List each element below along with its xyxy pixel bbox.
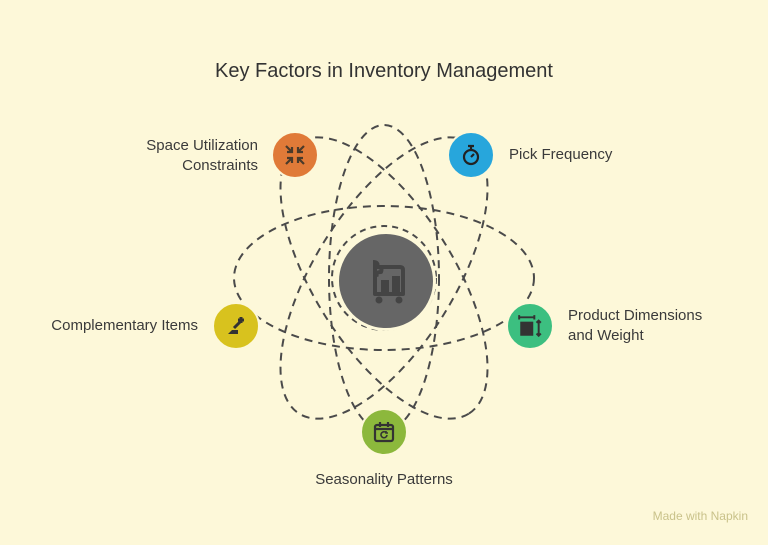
orbit-ellipse <box>279 136 489 420</box>
factor-label-product-dimensions: Product Dimensions and Weight <box>568 306 702 346</box>
label-line: Product Dimensions <box>568 307 703 324</box>
factor-label-seasonality: Seasonality Patterns <box>0 470 768 490</box>
puzzle-plus-icon <box>228 317 244 334</box>
label-line: Constraints <box>182 157 258 174</box>
factor-node-seasonality <box>360 408 408 456</box>
orbit-ellipse <box>233 205 535 351</box>
center-node <box>336 231 436 331</box>
label-line: and Weight <box>568 327 644 344</box>
compress-arrows-icon <box>285 145 305 165</box>
factor-node-complementary-items <box>212 302 260 350</box>
inventory-cart-icon <box>372 260 405 304</box>
label-line: Space Utilization <box>146 137 258 154</box>
stopwatch-icon <box>462 144 480 166</box>
label-line: Pick Frequency <box>509 146 613 163</box>
watermark-text: Made with Napkin <box>652 509 748 523</box>
dimensions-icon <box>518 315 542 338</box>
diagram-title: Key Factors in Inventory Management <box>215 60 553 82</box>
label-line: Seasonality Patterns <box>315 471 453 488</box>
factor-label-pick-frequency: Pick Frequency <box>509 145 612 165</box>
factor-label-space-utilization: Space Utilization Constraints <box>146 136 258 176</box>
factor-node-pick-frequency <box>447 131 495 179</box>
factor-node-space-utilization <box>271 131 319 179</box>
label-line: Complementary Items <box>51 317 198 334</box>
watermark: Made with Napkin <box>653 509 748 523</box>
factor-node-product-dimensions <box>506 302 554 350</box>
factor-label-complementary-items: Complementary Items <box>51 316 198 336</box>
calendar-refresh-icon <box>373 422 395 443</box>
